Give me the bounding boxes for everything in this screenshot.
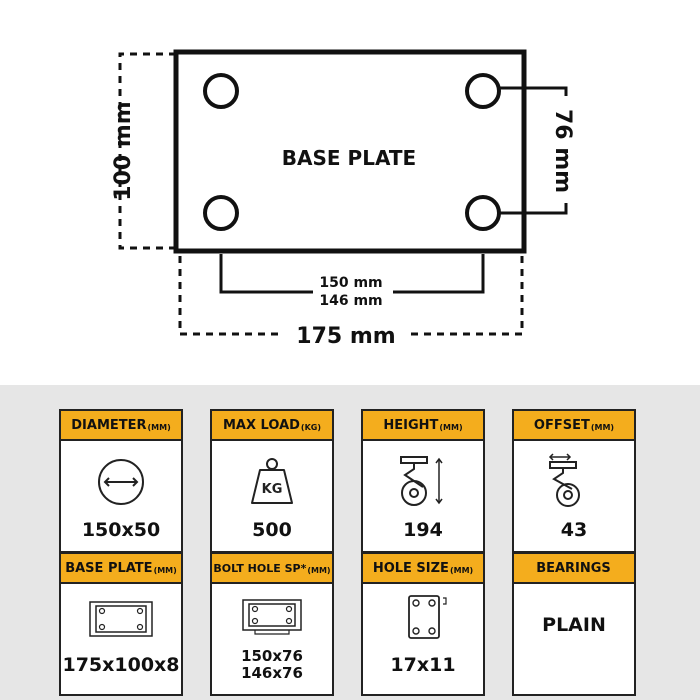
spec-value-height: 194 — [403, 519, 443, 541]
spec-card-max-load: MAX LOAD(KG) KG 500 — [210, 409, 334, 553]
spec-card-header: BASE PLATE(MM) — [61, 554, 181, 584]
spec-card-offset: OFFSET(MM) 43 — [512, 409, 636, 553]
base-plate-icon — [61, 598, 181, 640]
spec-card-header: BOLT HOLE SP*(MM) — [212, 554, 332, 584]
hole-size-icon — [363, 592, 483, 644]
base-plate-drawing: BASE PLATE 100 mm 76 mm 150 mm 146 mm 17… — [111, 49, 575, 349]
svg-text:KG: KG — [262, 482, 283, 497]
hole-vertical-dim-bottom — [499, 203, 568, 215]
spec-card-bearings: BEARINGS PLAIN — [512, 552, 636, 696]
spec-value-bolt-hole-spacing-2: 146x76 — [241, 664, 303, 682]
width-dim-right — [411, 256, 524, 336]
bolt-hole-bottom-right — [465, 195, 501, 231]
base-plate-diagram: BASE PLATE 100 mm 76 mm 150 mm 146 mm 17… — [111, 49, 575, 349]
bolt-hole-top-left — [203, 73, 239, 109]
spec-card-bolt-hole-spacing: BOLT HOLE SP*(MM) 150x76 146x76 — [210, 552, 334, 696]
height-dimension-label: 100 mm — [111, 101, 136, 200]
spec-card-base-plate: BASE PLATE(MM) 175x100x8 — [59, 552, 183, 696]
hole-vertical-dimension-label: 76 mm — [550, 109, 575, 193]
height-dimension-lines — [118, 52, 176, 250]
hole-horizontal-dimension-label-1: 150 mm — [319, 275, 382, 291]
bolt-hole-bottom-left — [203, 195, 239, 231]
width-dim-left — [178, 256, 281, 336]
spec-value-diameter: 150x50 — [81, 519, 161, 541]
bolt-hole-top-right — [465, 73, 501, 109]
spec-card-height: HEIGHT(MM) 194 — [361, 409, 485, 553]
caster-offset-icon — [514, 453, 634, 509]
width-dimension-label: 175 mm — [296, 324, 395, 349]
wheel-diameter-icon — [61, 457, 181, 507]
spec-card-header: HEIGHT(MM) — [363, 411, 483, 441]
spec-value-max-load: 500 — [252, 519, 292, 541]
spec-card-diameter: DIAMETER(MM) 150x50 — [59, 409, 183, 553]
spec-card-header: BEARINGS — [514, 554, 634, 584]
hole-vertical-dim-top — [499, 86, 568, 96]
plate-label: BASE PLATE — [282, 146, 416, 170]
hole-horizontal-dim-left — [219, 254, 313, 294]
spec-panel: DIAMETER(MM) 150x50 MAX LOAD(KG) — [0, 385, 700, 700]
spec-card-header: MAX LOAD(KG) — [212, 411, 332, 441]
spec-value-bolt-hole-spacing-1: 150x76 — [241, 647, 303, 665]
hole-horizontal-dim-right — [393, 254, 485, 294]
spec-value-hole-size: 17x11 — [390, 654, 456, 676]
spec-value-base-plate: 175x100x8 — [62, 654, 180, 676]
caster-height-icon — [363, 453, 483, 509]
spec-value-offset: 43 — [560, 519, 588, 541]
spec-card-header: HOLE SIZE(MM) — [363, 554, 483, 584]
bolt-hole-spacing-icon — [212, 596, 332, 636]
spec-value-bearings: PLAIN — [542, 614, 606, 636]
hole-horizontal-dimension-label-2: 146 mm — [319, 293, 382, 309]
spec-card-header: OFFSET(MM) — [514, 411, 634, 441]
spec-card-hole-size: HOLE SIZE(MM) 17x11 — [361, 552, 485, 696]
spec-card-header: DIAMETER(MM) — [61, 411, 181, 441]
weight-icon: KG — [212, 455, 332, 507]
